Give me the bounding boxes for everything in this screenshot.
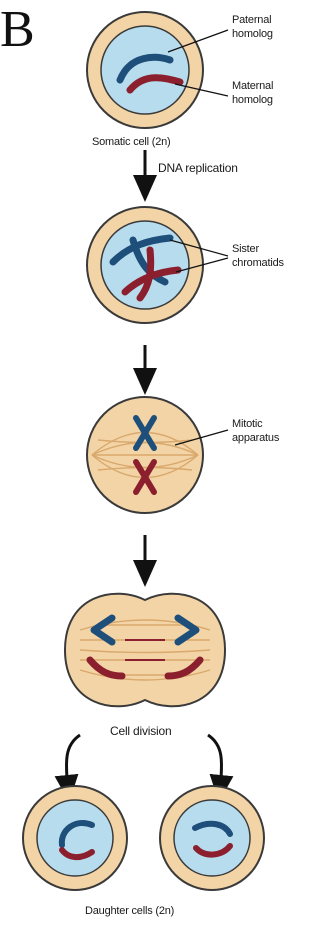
label-paternal-line1: Paternal (232, 14, 271, 27)
nucleus (174, 800, 250, 876)
daughter-cell-right (160, 786, 264, 890)
label-somatic-cell: Somatic cell (2n) (92, 136, 171, 149)
label-sister-line1: Sister (232, 243, 259, 256)
label-sister-line2: chromatids (232, 257, 284, 270)
label-mitotic-line2: apparatus (232, 432, 279, 445)
metaphase-cell (87, 397, 228, 513)
nucleus (37, 800, 113, 876)
label-maternal-line1: Maternal (232, 80, 273, 93)
anaphase-cell (65, 594, 225, 707)
daughter-cell-left (23, 786, 127, 890)
replicated-cell (87, 207, 228, 323)
nucleus (101, 26, 189, 114)
label-dna-replication: DNA replication (158, 162, 238, 175)
label-daughter-cells: Daughter cells (2n) (85, 905, 174, 918)
label-cell-division: Cell division (110, 725, 171, 738)
label-paternal-line2: homolog (232, 28, 273, 41)
arrow-right-division (208, 735, 222, 790)
arrow-left-division (66, 735, 80, 790)
somatic-cell (87, 12, 228, 128)
label-mitotic-line1: Mitotic (232, 418, 262, 431)
label-maternal-line2: homolog (232, 94, 273, 107)
